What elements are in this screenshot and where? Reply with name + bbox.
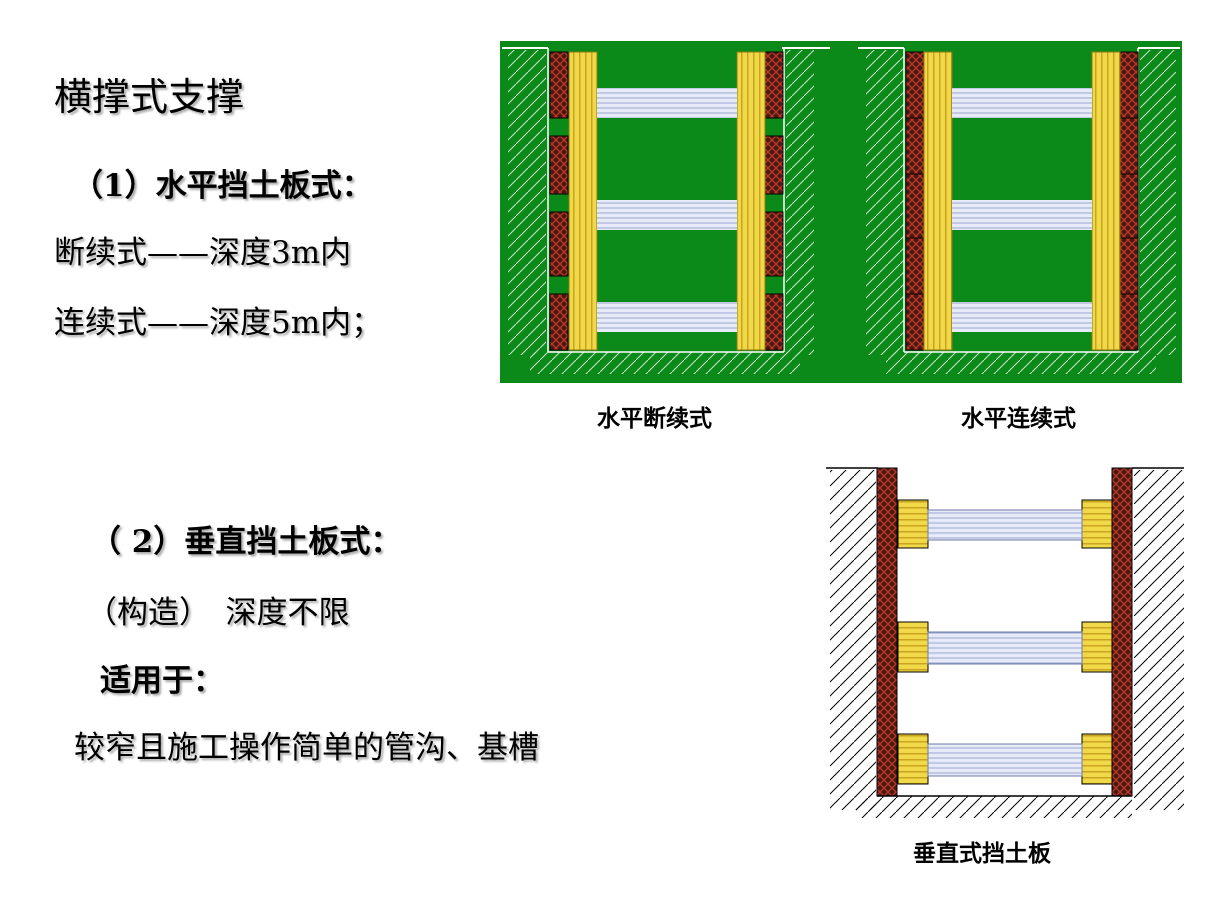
caption-horizontal-continuous: 水平连续式 bbox=[961, 405, 1076, 432]
applicable-label: 适用于： bbox=[100, 663, 224, 699]
applicable-text: 较窄且施工操作简单的管沟、基槽 bbox=[74, 730, 539, 766]
vertical-diagram bbox=[826, 467, 1184, 818]
vertical-depth-text: （构造） 深度不限 bbox=[86, 595, 350, 631]
horizontal-intermittent-text: 断续式——深度3m内 bbox=[54, 235, 352, 271]
horizontal-intermittent-diagram bbox=[502, 47, 830, 374]
caption-vertical: 垂直式挡土板 bbox=[913, 840, 1051, 867]
horizontal-continuous-diagram bbox=[858, 47, 1180, 374]
horizontal-heading: （1）水平挡土板式： bbox=[72, 168, 373, 204]
vertical-heading: （ 2）垂直挡土板式： bbox=[90, 524, 402, 560]
caption-horizontal-intermittent: 水平断续式 bbox=[597, 405, 712, 432]
slide-title: 横撑式支撑 bbox=[54, 75, 245, 119]
horizontal-continuous-text: 连续式——深度5m内； bbox=[54, 305, 383, 341]
